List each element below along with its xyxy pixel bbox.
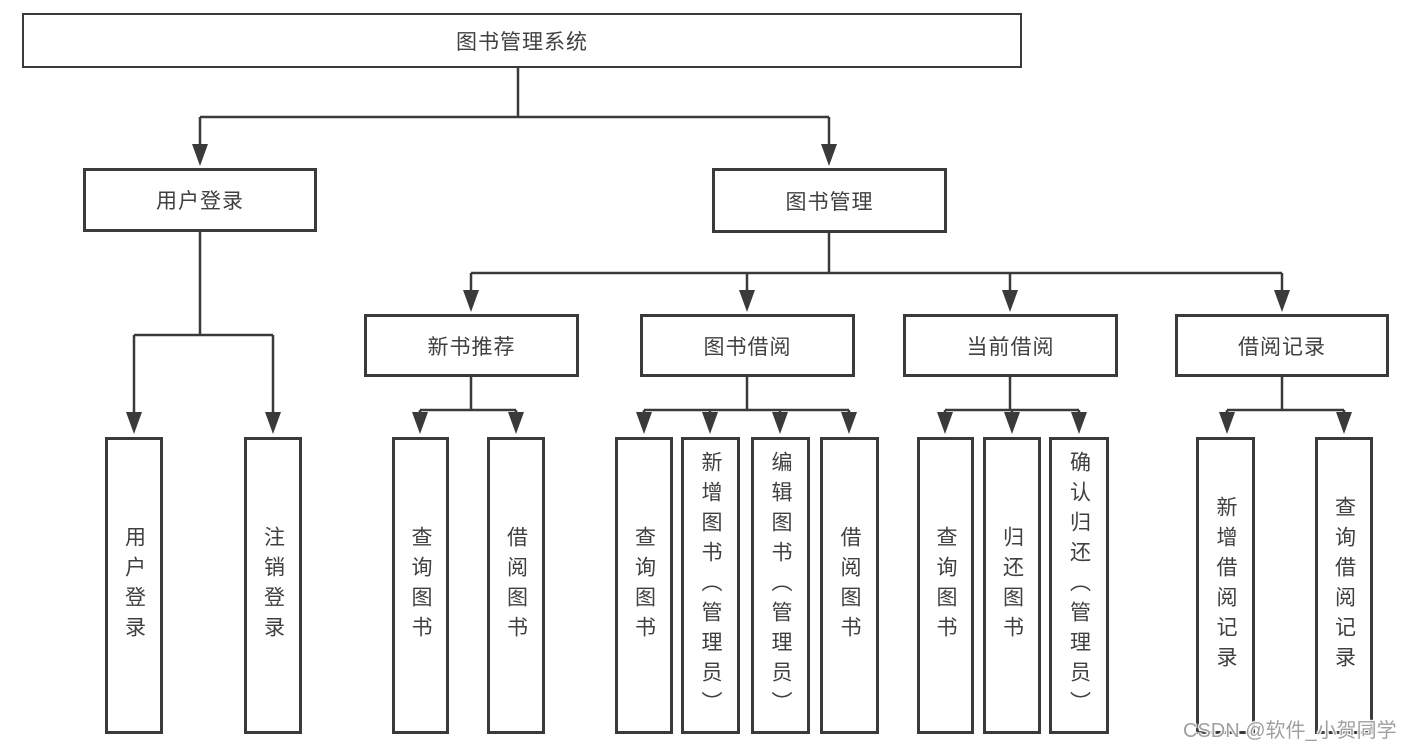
leaf-label: 确认归还（管理员） <box>1067 450 1091 721</box>
node-user-login: 用户登录 <box>83 168 317 232</box>
leaf-confirm-return-admin: 确认归还（管理员） <box>1049 437 1109 734</box>
node-library-management-system: 图书管理系统 <box>22 13 1022 68</box>
leaf-user-login: 用户登录 <box>105 437 163 734</box>
leaf-label: 归还图书 <box>1000 525 1024 646</box>
leaf-search-borrow-record: 查询借阅记录 <box>1315 437 1373 734</box>
node-label: 用户登录 <box>156 190 244 213</box>
leaf-search-books-recommend: 查询图书 <box>392 437 449 734</box>
node-label: 图书借阅 <box>703 335 792 359</box>
node-new-book-recommendation: 新书推荐 <box>364 314 579 377</box>
leaf-label: 查询图书 <box>934 525 957 646</box>
node-label: 图书管理 <box>785 190 874 214</box>
csdn-watermark: CSDN @软件_小贺同学 <box>1183 720 1397 742</box>
node-current-borrowing: 当前借阅 <box>903 314 1118 377</box>
leaf-add-book-admin: 新增图书（管理员） <box>681 437 740 734</box>
leaf-label: 注销登录 <box>261 525 285 646</box>
node-label: 新书推荐 <box>427 335 516 359</box>
leaf-label: 查询借阅记录 <box>1332 495 1356 676</box>
leaf-borrow-books-recommend: 借阅图书 <box>487 437 545 734</box>
leaf-label: 新增图书（管理员） <box>699 450 722 721</box>
leaf-label: 编辑图书（管理员） <box>769 450 792 721</box>
node-book-management: 图书管理 <box>712 168 947 233</box>
leaf-edit-book-admin: 编辑图书（管理员） <box>751 437 810 734</box>
leaf-return-books: 归还图书 <box>983 437 1041 734</box>
node-label: 借阅记录 <box>1238 335 1326 359</box>
leaf-search-books-borrowing: 查询图书 <box>615 437 673 734</box>
leaf-logout: 注销登录 <box>244 437 302 734</box>
leaf-label: 新增借阅记录 <box>1214 495 1237 676</box>
leaf-label: 查询图书 <box>409 525 432 646</box>
leaf-label: 用户登录 <box>122 525 146 646</box>
node-book-borrowing: 图书借阅 <box>640 314 855 377</box>
leaf-label: 查询图书 <box>632 525 656 646</box>
leaf-label: 借阅图书 <box>504 525 528 646</box>
node-borrowing-records: 借阅记录 <box>1175 314 1389 377</box>
leaf-search-books-current: 查询图书 <box>917 437 974 734</box>
leaf-add-borrow-record: 新增借阅记录 <box>1196 437 1255 734</box>
leaf-label: 借阅图书 <box>838 525 861 646</box>
node-label: 当前借阅 <box>966 335 1055 359</box>
leaf-borrow-books-borrowing: 借阅图书 <box>820 437 879 734</box>
node-label: 图书管理系统 <box>456 30 588 54</box>
